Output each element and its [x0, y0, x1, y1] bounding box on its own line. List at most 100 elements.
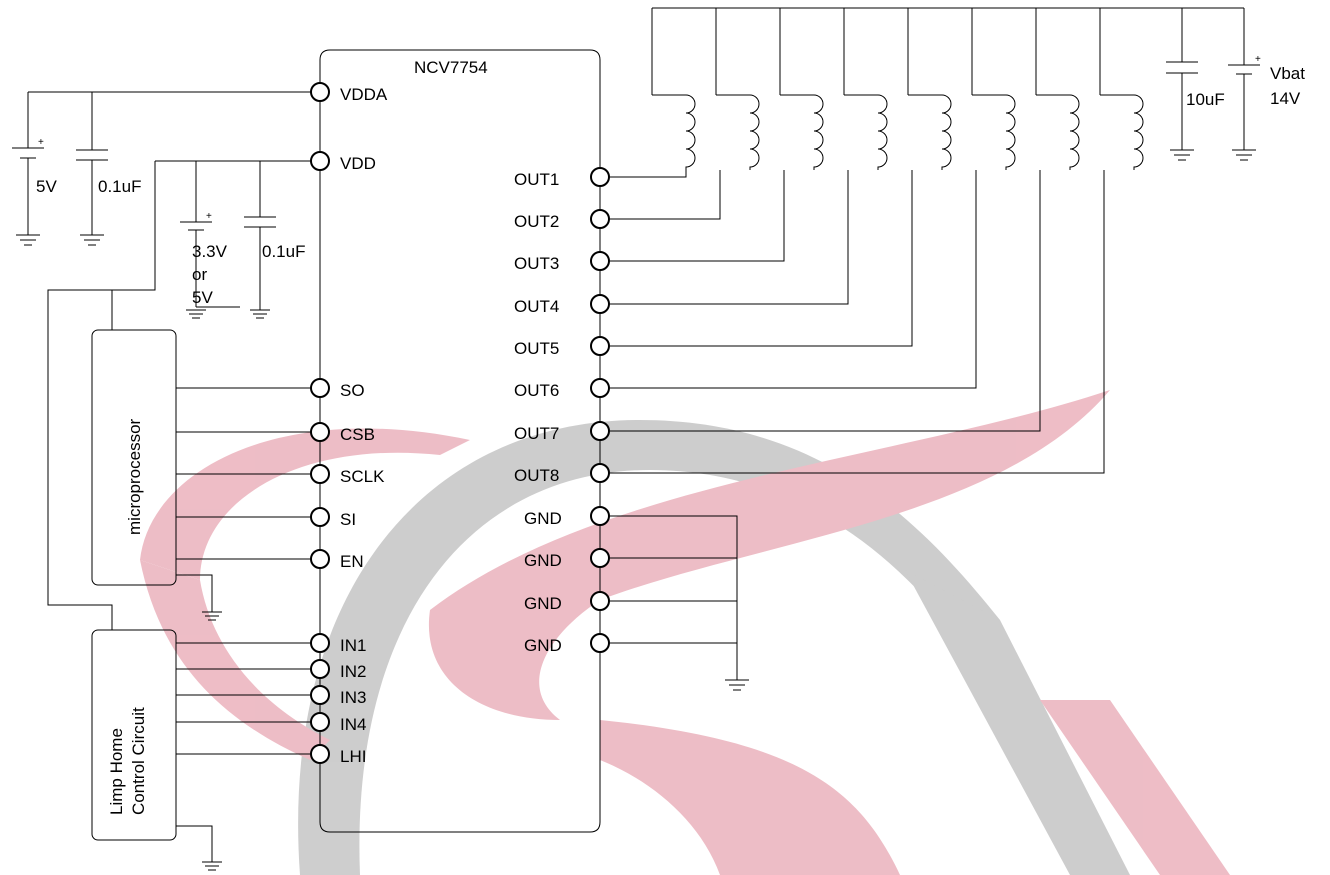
pin-so: [310, 378, 330, 398]
pin-label-gnd-3: GND: [524, 594, 562, 613]
pin-gnd-1: [590, 506, 610, 526]
pin-label-gnd-4: GND: [524, 636, 562, 655]
battery-vdd-plus: +: [206, 211, 212, 222]
pin-vdd: [310, 151, 330, 171]
pin-out5: [590, 336, 610, 356]
pin-label-out2: OUT2: [514, 212, 559, 231]
watermark-red-top: [140, 428, 470, 580]
pin-label-gnd-2: GND: [524, 551, 562, 570]
pin-out4: [590, 294, 610, 314]
pin-label-si: SI: [340, 510, 356, 529]
battery-vdd-label-2: or: [192, 265, 207, 284]
ground-icon: [16, 234, 40, 246]
pin-label-so: SO: [340, 381, 365, 400]
pin-label-vdd: VDD: [340, 154, 376, 173]
capacitor-vdd: [244, 216, 276, 228]
chip-outline: [319, 49, 601, 833]
pin-in1: [310, 633, 330, 653]
pin-label-out1: OUT1: [514, 170, 559, 189]
ground-icon: [1170, 149, 1194, 161]
capacitor-vdda-label: 0.1uF: [98, 177, 141, 196]
pin-out1: [590, 167, 610, 187]
pin-label-in3: IN3: [340, 688, 366, 707]
microprocessor-block: microprocessor: [91, 329, 311, 621]
ground-icon: [202, 611, 222, 621]
pin-out2: [590, 209, 610, 229]
pin-out3: [590, 251, 610, 271]
battery-vbat: [1228, 64, 1260, 75]
pin-label-gnd-1: GND: [524, 509, 562, 528]
capacitor-vdd-label: 0.1uF: [262, 242, 305, 261]
watermark-gray-tail: [905, 570, 1130, 875]
right-pins: OUT1 OUT2 OUT3 OUT4 OUT5 OUT6 OUT7 OUT8 …: [514, 167, 610, 655]
battery-5v-label: 5V: [36, 177, 57, 196]
capacitor-vdda: [76, 149, 108, 161]
limp-home-label-2: Control Circuit: [129, 707, 148, 815]
watermark-red-right: [1040, 700, 1230, 875]
vbat-label-2: 14V: [1270, 89, 1301, 108]
pin-lhi: [310, 744, 330, 764]
ground-icon: [80, 234, 104, 246]
pin-csb: [310, 422, 330, 442]
pin-label-lhi: LHI: [340, 747, 366, 766]
pin-out7: [590, 421, 610, 441]
watermark-logo: [140, 390, 1230, 875]
pin-label-out6: OUT6: [514, 381, 559, 400]
inductor-out6: [972, 94, 1016, 170]
chip-name: NCV7754: [414, 58, 488, 77]
ground-icon: [725, 679, 749, 691]
battery-vbat-plus: +: [1255, 54, 1261, 65]
chip-ncv7754: NCV7754: [319, 49, 601, 833]
pin-label-in4: IN4: [340, 715, 366, 734]
ground-icon: [202, 861, 222, 871]
pin-si: [310, 507, 330, 527]
watermark-red-left: [140, 560, 330, 760]
limp-home-box: [91, 629, 177, 841]
inductor-out8: [1100, 94, 1144, 170]
ground-icon: [250, 309, 270, 319]
output-loads: [609, 7, 1244, 474]
inductor-out5: [908, 94, 952, 170]
battery-vdd-label-3: 5V: [192, 288, 213, 307]
pin-label-in2: IN2: [340, 662, 366, 681]
capacitor-10uf-label: 10uF: [1186, 90, 1225, 109]
pin-label-vdda: VDDA: [340, 85, 388, 104]
pin-label-en: EN: [340, 552, 364, 571]
battery-5v-plus: +: [38, 137, 44, 148]
pin-label-in1: IN1: [340, 636, 366, 655]
ground-icon: [1232, 149, 1256, 161]
microprocessor-label: microprocessor: [125, 418, 144, 535]
pin-label-out7: OUT7: [514, 424, 559, 443]
limp-home-block: Limp Home Control Circuit: [91, 629, 311, 871]
pin-label-out8: OUT8: [514, 466, 559, 485]
inductor-out3: [780, 94, 824, 170]
pin-en: [310, 549, 330, 569]
inductor-out7: [1036, 94, 1080, 170]
gnd-wiring: [609, 515, 749, 691]
pin-in4: [310, 712, 330, 732]
pin-out8: [590, 463, 610, 483]
inductor-out2: [716, 94, 760, 170]
vbat-supply: 10uF + Vbat 14V: [1166, 8, 1305, 161]
vbat-label-1: Vbat: [1270, 64, 1305, 83]
pin-vdda: [310, 82, 330, 102]
pin-label-out4: OUT4: [514, 297, 559, 316]
capacitor-10uf: [1166, 61, 1198, 74]
pin-label-out5: OUT5: [514, 339, 559, 358]
vdd-supply: + 3.3V or 5V 0.1uF: [47, 101, 321, 630]
inductor-out4: [844, 94, 888, 170]
vdda-supply: + 5V 0.1uF: [12, 91, 311, 246]
watermark-red-lower: [600, 720, 900, 875]
microprocessor-box: [91, 329, 177, 586]
pin-in2: [310, 659, 330, 679]
pin-out6: [590, 378, 610, 398]
pin-label-sclk: SCLK: [340, 467, 385, 486]
battery-5v: [12, 147, 44, 159]
inductor-out1: [652, 94, 696, 170]
ground-icon: [186, 309, 206, 319]
battery-vdd: [180, 221, 212, 231]
pin-label-csb: CSB: [340, 425, 375, 444]
pin-in3: [310, 685, 330, 705]
pin-sclk: [310, 464, 330, 484]
